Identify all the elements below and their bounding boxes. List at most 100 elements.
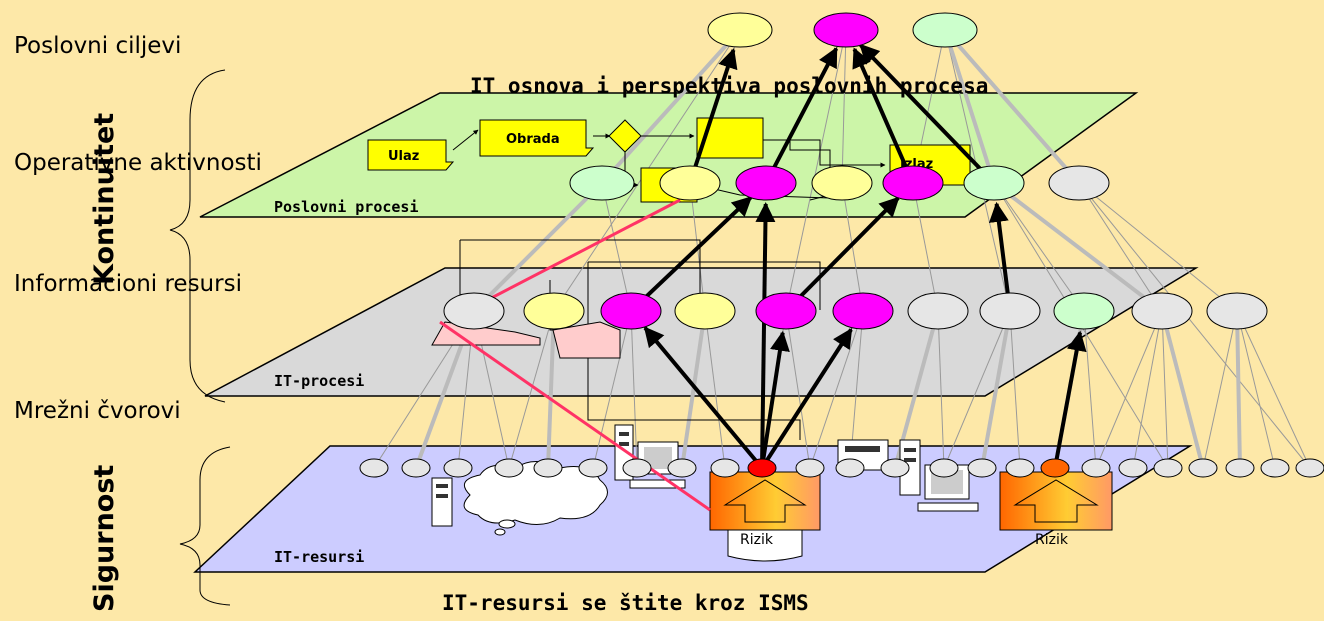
connection-line-thick [980,310,1012,469]
goal-node [912,12,978,48]
network-node [747,458,777,478]
connection-line [1078,182,1163,312]
layer-label-operative-activities: Operativne aktivnosti [14,150,262,176]
business-node [569,165,635,201]
layer-label-business-goals: Poslovni ciljevi [14,33,181,59]
it-process-node [755,292,817,330]
risk-label-1: Rizik [740,532,774,548]
connection-line [630,310,638,469]
impact-arrow [643,326,764,470]
it-process-node [600,292,662,330]
connection-line-thick [992,181,1164,313]
network-node [1081,458,1111,478]
connection-line [1078,182,1238,312]
business-node [1048,165,1110,201]
title-top: IT osnova i perspektiva poslovnih proces… [470,74,988,98]
connection-line [937,310,945,469]
business-node [659,165,721,201]
connection-line [841,29,847,184]
impact-arrow [688,48,738,184]
risk-arrows [709,471,1113,531]
business-node [811,165,873,201]
server-icon [431,477,453,527]
goal-node [813,12,879,48]
brace-continuity [169,69,226,403]
connection-line [1236,310,1276,469]
it-process-shape-b [552,321,621,359]
connection-line-thick [546,310,556,469]
it-process-node [1206,292,1268,330]
risk-box-1 [709,471,821,531]
it-process-node [832,292,894,330]
layer-label-information-resources: Informacioni resursi [14,271,242,297]
network-node [1260,458,1290,478]
input-box [367,139,455,171]
connection-line [1083,310,1097,469]
network-node [667,458,697,478]
cloud-icon [463,461,608,525]
connection-line [1202,310,1238,469]
connection-line-thick [943,29,996,184]
connection-line [993,182,1085,312]
network-node [359,458,389,478]
connection-line [1236,310,1311,469]
network-node [967,458,997,478]
impact-arrow [755,201,776,469]
network-node [1188,458,1218,478]
impact-arrow [784,196,900,313]
connection-line [704,310,726,469]
impact-arrow [760,330,790,469]
business-node [963,165,1025,201]
connection-line [1132,310,1163,469]
network-node [1005,458,1035,478]
side-label-security: Sigurnost [89,465,120,612]
network-node [835,458,865,478]
nodes [359,12,1324,478]
it-process-node [443,292,505,330]
connection-line-thick [1235,310,1242,469]
connection-line [841,182,864,312]
impact-arrows [629,43,1087,470]
connection-line [1161,310,1169,469]
network-node [622,458,652,478]
network-node [443,458,473,478]
network-node [578,458,608,478]
it-process-node [1131,292,1193,330]
connection-line-thick [680,310,707,469]
risk-propagation-lines [439,198,711,512]
connection-line [601,182,632,312]
brace-security [179,446,231,606]
connection-line [1009,310,1021,469]
network-node [880,458,910,478]
it-process-node [674,292,736,330]
risk-box-2 [999,471,1113,531]
business-node [882,165,944,201]
impact-arrow [859,43,996,185]
connection-lines-thick [414,28,1242,469]
connection-line [1078,182,1311,469]
connection-line [1095,310,1163,469]
plane-label-it-resources: IT-resursi [274,548,364,566]
input-box-label: Ulaz [388,149,419,164]
network-node [1118,458,1148,478]
plane-label-it-processes: IT-procesi [274,372,364,390]
impact-arrow [852,47,915,184]
side-label-continuity: Kontinuitet [89,113,120,285]
connection-line-thick [943,28,1081,185]
connection-line-thick [472,181,604,313]
it-process-shape-a [431,321,541,346]
connection-line [809,310,864,469]
network-node [494,458,524,478]
impact-arrow [760,327,853,470]
layer-label-network-nodes: Mrežni čvorovi [14,398,181,424]
it-process-node [1053,292,1115,330]
connection-line [508,310,555,469]
it-process-node [523,292,585,330]
network-node [1225,458,1255,478]
connection-line-thick [1160,310,1205,469]
connection-line [943,310,1011,469]
risk-label-2: Rizik [1035,532,1069,548]
process-box-a [696,117,764,159]
title-bottom: IT-resursi se štite kroz ISMS [442,591,809,615]
